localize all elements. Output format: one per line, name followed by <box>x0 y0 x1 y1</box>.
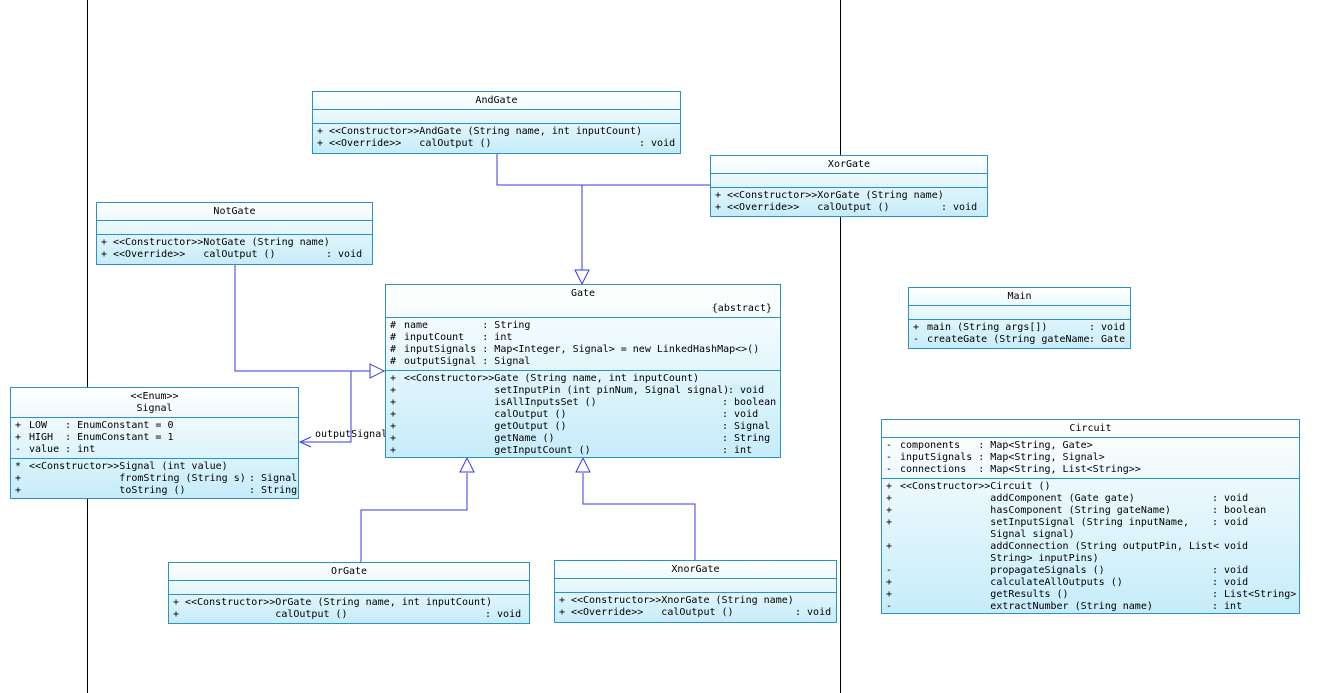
operation-row[interactable]: - propagateSignals (): void <box>886 565 1249 576</box>
generalization-xnorgate-gate <box>582 473 696 560</box>
operation-row[interactable]: + getName (): String <box>390 433 771 444</box>
attribute-row[interactable]: #inputCount : int <box>390 332 513 343</box>
operation-row[interactable]: +<<Constructor>>OrGate (String name, int… <box>173 597 493 608</box>
operation-row[interactable]: +<<Constructor>>XorGate (String name) <box>715 190 944 201</box>
attributes-section: +LOW : EnumConstant = 0 +HIGH : EnumCons… <box>11 418 298 459</box>
attribute-row[interactable]: -components : Map<String, Gate> <box>886 440 1093 451</box>
generalization-arrowhead-bottom-left <box>459 456 475 473</box>
class-andgate[interactable]: AndGate +<<Constructor>>AndGate (String … <box>312 91 681 154</box>
class-name: Circuit <box>1069 423 1112 434</box>
attribute-row[interactable]: -value : int <box>15 444 96 455</box>
operation-row[interactable]: + calOutput (): void <box>173 609 522 620</box>
operation-row[interactable]: +<<Constructor>>NotGate (String name) <box>101 237 330 248</box>
attributes-section <box>313 110 680 124</box>
operation-row[interactable]: +<<Override>> calOutput (): void <box>317 138 676 149</box>
class-circuit[interactable]: Circuit -components : Map<String, Gate> … <box>881 419 1300 614</box>
operation-row[interactable]: -createGate (String gateName): Gate <box>913 334 1126 346</box>
attributes-section <box>169 581 529 595</box>
attributes-section: #name : String #inputCount : int #inputS… <box>386 318 780 371</box>
abstract-modifier: {abstract} <box>711 303 772 314</box>
class-gate[interactable]: Gate {abstract} #name : String #inputCou… <box>385 284 781 458</box>
class-signal[interactable]: <<Enum>> Signal +LOW : EnumConstant = 0 … <box>10 387 299 499</box>
operation-row[interactable]: + calculateAllOutputs (): void <box>886 577 1249 588</box>
operation-row[interactable]: + getInputCount (): int <box>390 445 753 456</box>
operations-section: +<<Constructor>>AndGate (String name, in… <box>313 124 680 152</box>
operation-row[interactable]: +<<Constructor>>AndGate (String name, in… <box>317 126 643 137</box>
operations-section: +<<Constructor>>Gate (String name, int i… <box>386 371 780 457</box>
operations-section: +<<Constructor>>XnorGate (String name) +… <box>555 593 836 621</box>
operations-section: *<<Constructor>>Signal (int value) + fro… <box>11 459 298 498</box>
attribute-row[interactable]: -inputSignals : Map<String, Signal> <box>886 452 1105 463</box>
operation-row[interactable]: *<<Constructor>>Signal (int value) <box>15 461 228 472</box>
operation-row[interactable]: + isAllInputsSet (): boolean <box>390 397 777 408</box>
association-role-outputsignal: outputSignal <box>315 429 388 440</box>
class-orgate[interactable]: OrGate +<<Constructor>>OrGate (String na… <box>168 562 530 624</box>
class-name: XnorGate <box>671 564 720 575</box>
operation-row[interactable]: + setInputSignal (String inputName, Sign… <box>886 517 1249 540</box>
class-main[interactable]: Main +main (String args[]): void -create… <box>908 287 1131 349</box>
class-name: Signal <box>136 403 173 414</box>
association-arrowhead <box>298 436 312 448</box>
operation-row[interactable]: + getOutput (): Signal <box>390 421 771 432</box>
operation-row[interactable]: +<<Override>> calOutput (): void <box>559 607 832 618</box>
operation-row[interactable]: + toString (): String <box>15 485 298 496</box>
operation-row[interactable]: +<<Constructor>>XnorGate (String name) <box>559 595 794 606</box>
operations-section: +<<Constructor>>NotGate (String name) +<… <box>97 235 372 263</box>
attribute-row[interactable]: +LOW : EnumConstant = 0 <box>15 420 174 431</box>
class-name: AndGate <box>475 95 518 106</box>
class-name: OrGate <box>330 566 368 577</box>
generalization-notgate-gate <box>234 265 370 372</box>
attributes-section <box>711 174 987 188</box>
operation-row[interactable]: +<<Override>> calOutput (): void <box>715 202 978 213</box>
attribute-row[interactable]: #inputSignals : Map<Integer, Signal> = n… <box>390 344 760 355</box>
operations-section: +<<Constructor>>OrGate (String name, int… <box>169 595 529 623</box>
class-notgate[interactable]: NotGate +<<Constructor>>NotGate (String … <box>96 202 373 265</box>
operation-row[interactable]: +<<Constructor>>Gate (String name, int i… <box>390 373 700 384</box>
attribute-row[interactable]: #outputSignal : Signal <box>390 356 531 367</box>
attributes-section <box>555 579 836 593</box>
class-name: NotGate <box>213 206 256 217</box>
operations-section: +main (String args[]): void -createGate … <box>909 320 1130 348</box>
class-xorgate[interactable]: XorGate +<<Constructor>>XorGate (String … <box>710 155 988 217</box>
attributes-section: -components : Map<String, Gate> -inputSi… <box>882 438 1299 479</box>
generalization-arrowhead-bottom-right <box>575 456 591 473</box>
attribute-row[interactable]: #name : String <box>390 320 531 331</box>
operation-row[interactable]: - extractNumber (String name): int <box>886 601 1243 612</box>
operation-row[interactable]: +main (String args[]): void <box>913 322 1126 333</box>
generalization-andgate-gate <box>496 153 583 270</box>
association-gate-signal <box>302 370 385 443</box>
attributes-section <box>97 221 372 235</box>
operations-section: +<<Constructor>>XorGate (String name) +<… <box>711 188 987 216</box>
page-border-left <box>87 0 88 693</box>
attribute-row[interactable]: +HIGH : EnumConstant = 1 <box>15 432 174 443</box>
operation-row[interactable]: + addComponent (Gate gate): void <box>886 493 1249 504</box>
page-border-right <box>840 0 841 693</box>
enum-stereotype: <<Enum>> <box>130 391 179 402</box>
class-name: Main <box>1007 291 1032 302</box>
class-name: XorGate <box>827 159 871 170</box>
class-name: Gate <box>570 288 596 299</box>
operation-row[interactable]: + addConnection (String outputPin, List<… <box>886 541 1249 564</box>
attributes-section <box>909 306 1130 320</box>
operation-row[interactable]: + hasComponent (String gateName): boolea… <box>886 505 1267 516</box>
operations-section: +<<Constructor>>Circuit () + addComponen… <box>882 479 1299 613</box>
operation-row[interactable]: +<<Override>> calOutput (): void <box>101 249 363 260</box>
operation-row[interactable]: + getResults (): List<String> <box>886 589 1297 600</box>
operation-row[interactable]: + calOutput (): void <box>390 409 759 420</box>
generalization-arrowhead-top <box>574 269 590 286</box>
generalization-orgate-gate <box>360 473 468 562</box>
generalization-arrowhead-left <box>369 363 386 379</box>
class-xnorgate[interactable]: XnorGate +<<Constructor>>XnorGate (Strin… <box>554 560 837 623</box>
operation-row[interactable]: + fromString (String s): Signal <box>15 473 298 484</box>
operation-row[interactable]: +<<Constructor>>Circuit () <box>886 481 1051 492</box>
operation-row[interactable]: + setInputPin (int pinNum, Signal signal… <box>390 385 765 397</box>
attribute-row[interactable]: -connections : Map<String, List<String>> <box>886 464 1141 475</box>
